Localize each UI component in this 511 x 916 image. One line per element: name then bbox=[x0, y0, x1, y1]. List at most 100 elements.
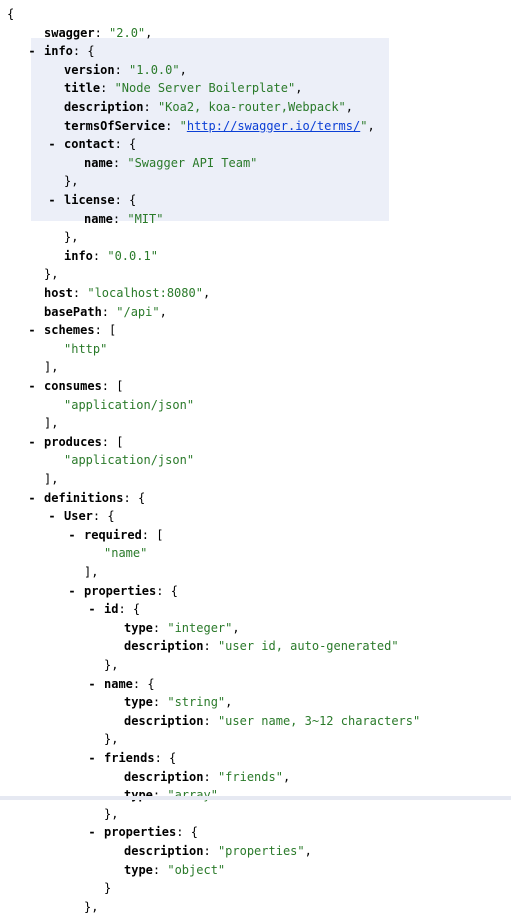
json-line: "application/json" bbox=[64, 396, 194, 414]
json-line: termsOfService: "http://swagger.io/terms… bbox=[64, 118, 375, 133]
json-open-bracket: [ bbox=[109, 323, 117, 338]
json-key: basePath bbox=[44, 304, 102, 319]
collapse-toggle[interactable]: - bbox=[28, 379, 36, 393]
collapse-toggle[interactable]: - bbox=[48, 509, 56, 524]
json-key: description bbox=[124, 713, 204, 728]
json-line: license: { bbox=[64, 193, 137, 207]
json-string-value: "MIT" bbox=[127, 211, 164, 226]
json-line: basePath: "/api", bbox=[44, 304, 167, 319]
json-line: description: "Koa2, koa-router,Webpack", bbox=[64, 100, 354, 114]
json-line: }, bbox=[104, 730, 118, 748]
json-line: description: "properties", bbox=[124, 844, 312, 858]
json-line: }, bbox=[64, 228, 78, 246]
collapse-toggle[interactable]: - bbox=[48, 193, 56, 207]
collapse-toggle[interactable]: - bbox=[28, 434, 36, 449]
json-open-bracket: { bbox=[129, 137, 137, 152]
json-close-bracket: }, bbox=[84, 899, 99, 914]
collapse-toggle[interactable]: - bbox=[68, 583, 76, 598]
json-line: "name" bbox=[104, 544, 147, 562]
json-comma: , bbox=[179, 62, 187, 77]
json-comma: , bbox=[345, 100, 354, 114]
json-key: definitions bbox=[44, 490, 124, 505]
json-string-value: "Swagger API Team" bbox=[127, 155, 258, 170]
json-line: produces: [ bbox=[44, 434, 124, 449]
json-comma: , bbox=[202, 286, 211, 300]
json-line: required: [ bbox=[84, 527, 164, 542]
json-key: title bbox=[64, 81, 101, 96]
horizontal-scrollbar[interactable] bbox=[0, 796, 511, 800]
json-string-value: "name" bbox=[104, 546, 148, 561]
json-string-value: "0.0.1" bbox=[107, 248, 158, 263]
collapse-toggle[interactable]: - bbox=[88, 751, 96, 765]
json-comma: , bbox=[367, 118, 375, 133]
json-open-bracket: { bbox=[132, 602, 141, 617]
json-line: type: "object" bbox=[124, 862, 226, 877]
json-line: type: "integer", bbox=[124, 620, 240, 635]
json-quote: " bbox=[179, 118, 187, 133]
json-close-bracket: ], bbox=[44, 472, 59, 486]
collapse-toggle[interactable]: - bbox=[28, 44, 36, 59]
json-string-value: "properties" bbox=[217, 844, 305, 858]
json-open-bracket: [ bbox=[116, 379, 124, 393]
json-line: type: "string", bbox=[124, 695, 233, 710]
json-line: version: "1.0.0", bbox=[64, 62, 187, 77]
json-comma: , bbox=[295, 81, 303, 96]
json-line: { bbox=[7, 5, 14, 23]
json-line: }, bbox=[104, 656, 118, 674]
collapse-toggle[interactable]: - bbox=[88, 825, 96, 840]
json-close-bracket: }, bbox=[104, 658, 119, 672]
json-comma: , bbox=[225, 695, 233, 710]
json-key: consumes bbox=[44, 379, 102, 393]
json-key: name bbox=[84, 155, 113, 170]
collapse-toggle[interactable]: - bbox=[88, 676, 96, 691]
json-line: "application/json" bbox=[64, 451, 194, 469]
json-line: }, bbox=[104, 805, 118, 823]
collapse-toggle[interactable]: - bbox=[48, 137, 56, 152]
json-line: schemes: [ bbox=[44, 323, 117, 338]
json-open-bracket: { bbox=[147, 676, 155, 691]
terms-of-service-link[interactable]: http://swagger.io/terms/ bbox=[186, 118, 361, 133]
json-key: description bbox=[124, 769, 204, 784]
json-line: properties: { bbox=[84, 583, 178, 598]
json-key: description bbox=[124, 844, 204, 858]
json-close-bracket: }, bbox=[104, 806, 119, 821]
collapse-toggle[interactable]: - bbox=[28, 323, 36, 338]
json-key: swagger bbox=[44, 25, 95, 40]
json-line: definitions: { bbox=[44, 490, 146, 505]
collapse-toggle[interactable]: - bbox=[68, 527, 76, 542]
json-comma: , bbox=[304, 844, 312, 858]
json-open-bracket: { bbox=[190, 825, 198, 840]
json-line: description: "user id, auto-generated" bbox=[124, 639, 399, 654]
json-string-value: "http" bbox=[64, 341, 108, 356]
json-line: ], bbox=[44, 470, 58, 488]
json-line: name: "Swagger API Team" bbox=[84, 155, 258, 170]
json-line: ], bbox=[44, 414, 58, 432]
json-key: User bbox=[64, 509, 93, 524]
json-key: contact bbox=[64, 137, 115, 152]
json-line: info: "0.0.1" bbox=[64, 248, 158, 263]
json-quote: " bbox=[360, 118, 368, 133]
json-open-bracket: { bbox=[129, 193, 137, 207]
json-open-bracket: { bbox=[107, 509, 115, 524]
json-string-value: "Koa2, koa-router,Webpack" bbox=[157, 100, 346, 114]
json-close-bracket: ], bbox=[44, 360, 59, 375]
json-key: type bbox=[124, 695, 153, 710]
json-line: ], bbox=[84, 563, 98, 581]
json-open-bracket: [ bbox=[116, 434, 124, 449]
json-string-value: "friends" bbox=[217, 769, 283, 784]
json-close-bracket: ], bbox=[44, 416, 59, 431]
json-line: contact: { bbox=[64, 137, 137, 152]
json-comma: , bbox=[145, 25, 153, 40]
json-open-bracket: { bbox=[137, 490, 146, 505]
collapse-toggle[interactable]: - bbox=[28, 490, 36, 505]
json-line: id: { bbox=[104, 602, 141, 617]
json-line: consumes: [ bbox=[44, 379, 124, 393]
json-key: properties bbox=[104, 825, 177, 840]
json-string-value: "localhost:8080" bbox=[87, 286, 203, 300]
json-key: properties bbox=[84, 583, 157, 598]
collapse-toggle[interactable]: - bbox=[88, 602, 96, 617]
json-key: host bbox=[44, 286, 73, 300]
json-close-bracket: }, bbox=[104, 732, 119, 747]
json-open-bracket: { bbox=[7, 7, 15, 21]
json-string-value: "Node Server Boilerplate" bbox=[114, 81, 296, 96]
